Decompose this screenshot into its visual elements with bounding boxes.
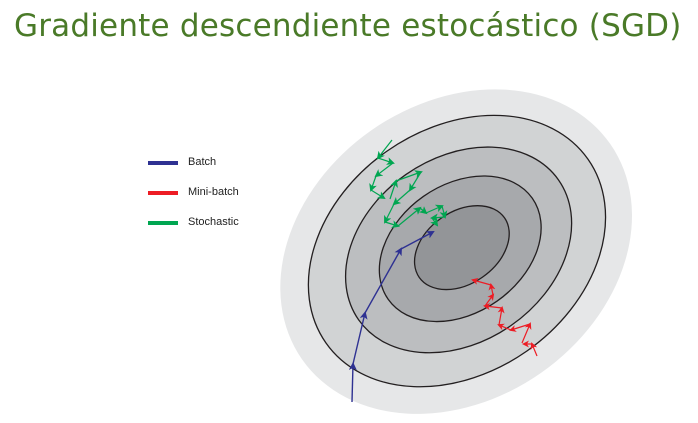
- mini-batch-path: [471, 277, 538, 357]
- legend-label-batch: Batch: [188, 156, 217, 168]
- slide-title: Gradiente descendiente estocástico (SGD): [14, 8, 682, 44]
- mini-batch-swatch: [148, 191, 178, 195]
- legend-label-mini-batch: Mini-batch: [188, 186, 239, 198]
- batch-swatch: [148, 161, 178, 165]
- batch-path: [348, 231, 435, 403]
- legend-label-stochastic: Stochastic: [188, 216, 239, 228]
- contours: [280, 89, 632, 414]
- stochastic-path: [369, 139, 448, 229]
- stochastic-swatch: [148, 221, 178, 225]
